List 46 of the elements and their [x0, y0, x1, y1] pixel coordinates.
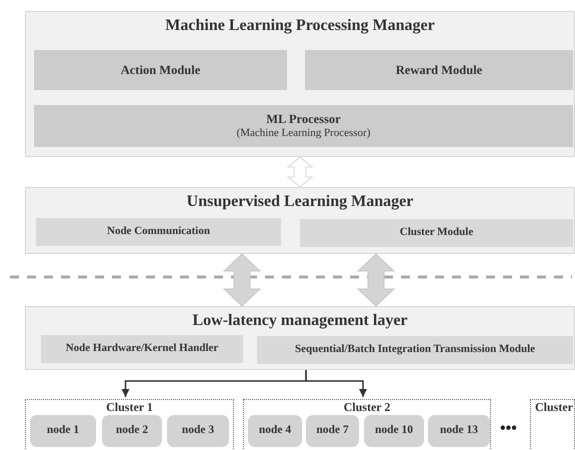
layer-panel [25, 306, 575, 370]
label: node 2 [116, 424, 148, 438]
node-box [30, 415, 96, 447]
heading: Cluster [535, 400, 573, 414]
cluster-box [243, 399, 491, 450]
module-box [305, 50, 573, 90]
node-box [364, 415, 424, 447]
module-box [257, 336, 573, 364]
heading: Low-latency management layer [192, 311, 408, 330]
arrow [305, 370, 367, 397]
label: node 1 [46, 424, 80, 438]
ellipsis: ••• [500, 420, 517, 438]
heading: Machine Learning Processing Manager [165, 16, 435, 36]
double-arrow [356, 253, 396, 307]
cluster-box [530, 399, 575, 450]
label: node 13 [440, 424, 478, 438]
node-box [428, 415, 490, 447]
label: Sequential/Batch Integration Transmission Module [294, 343, 536, 357]
label: Reward Module [396, 62, 482, 78]
heading: Cluster 2 [344, 400, 390, 414]
module-box [300, 219, 573, 247]
node-box [248, 415, 302, 447]
module-box [34, 50, 287, 90]
label: node 3 [182, 424, 214, 438]
cluster-box [25, 399, 234, 450]
layer-panel [25, 11, 575, 157]
layer-panel [25, 187, 575, 254]
module-box [41, 335, 243, 363]
label: node 10 [374, 424, 414, 438]
heading: Unsupervised Learning Manager [186, 192, 414, 212]
node-box [306, 415, 359, 447]
label: ML Processor [266, 112, 341, 127]
module-box [34, 105, 573, 147]
module-box [36, 218, 281, 246]
label: Action Module [120, 62, 200, 78]
label: Cluster Module [400, 226, 474, 240]
subtitle: (Machine Learning Processor) [236, 126, 370, 140]
double-arrow [222, 253, 262, 307]
label: node 7 [316, 424, 349, 438]
label: node 4 [258, 424, 292, 438]
node-box [102, 415, 162, 447]
label: Node Communication [107, 225, 210, 239]
double-arrow [286, 156, 314, 188]
node-box [167, 415, 229, 447]
heading: Cluster 1 [106, 400, 153, 414]
label: Node Hardware/Kernel Handler [66, 342, 218, 356]
